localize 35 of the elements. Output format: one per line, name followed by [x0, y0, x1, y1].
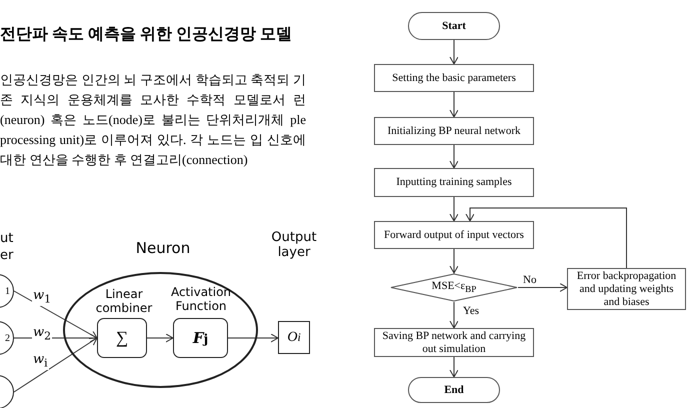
arrow — [466, 208, 627, 268]
input-node-circle: 1 — [0, 274, 14, 308]
arrow — [450, 92, 458, 118]
arrow — [450, 356, 458, 378]
body-paragraph: 인공신경망은 인간의 뇌 구조에서 학습되고 축적되 기존 지식의 운용체계를 모사한 수학적 모델로서 런(neuron) 혹은 노드(node)로 불리는 단위처리개체 ple processing unit)로 이루어져 있다. 각 노드는 입 신호에 대한 연산을 수행한 후 연결고리(connection) — [0, 71, 306, 169]
terminal-box: End — [408, 377, 500, 403]
arrow — [450, 144, 458, 168]
box-heading: Activation Function — [170, 284, 232, 314]
arrow — [450, 40, 458, 64]
section-heading: 전단파 속도 예측을 위한 인공신경망 모델 — [0, 25, 293, 45]
group-title: Neuron — [134, 238, 192, 258]
process-box: Forward output of input vectors — [374, 221, 534, 249]
arrow — [228, 334, 278, 342]
process-box: Inputting training samples — [374, 168, 534, 197]
arrow — [14, 290, 98, 339]
arrow — [450, 302, 458, 328]
arrow — [14, 334, 98, 342]
layer-title: Output layer — [270, 230, 318, 260]
arrow — [146, 334, 174, 342]
process-box: Error backpropagation and updating weights and biases — [567, 268, 686, 310]
arrow — [14, 338, 98, 392]
edge-label: No — [522, 274, 538, 286]
input-node-circle: 2 — [0, 321, 14, 355]
process-box: Initializing BP neural network — [374, 117, 534, 145]
edge-label: Yes — [462, 305, 480, 317]
arrow — [450, 248, 458, 274]
arrow — [450, 196, 458, 222]
process-box: Saving BP network and carrying out simulation — [374, 328, 534, 357]
box-heading: Linear combiner — [94, 286, 154, 316]
process-box: Setting the basic parameters — [374, 64, 534, 92]
layer-title: ut er — [0, 230, 14, 264]
arrow — [518, 283, 568, 292]
terminal-box: Start — [408, 12, 500, 40]
condition-text: MSE<ε$_{BP}$ — [432, 280, 476, 295]
function-box: ∑ — [97, 318, 147, 358]
